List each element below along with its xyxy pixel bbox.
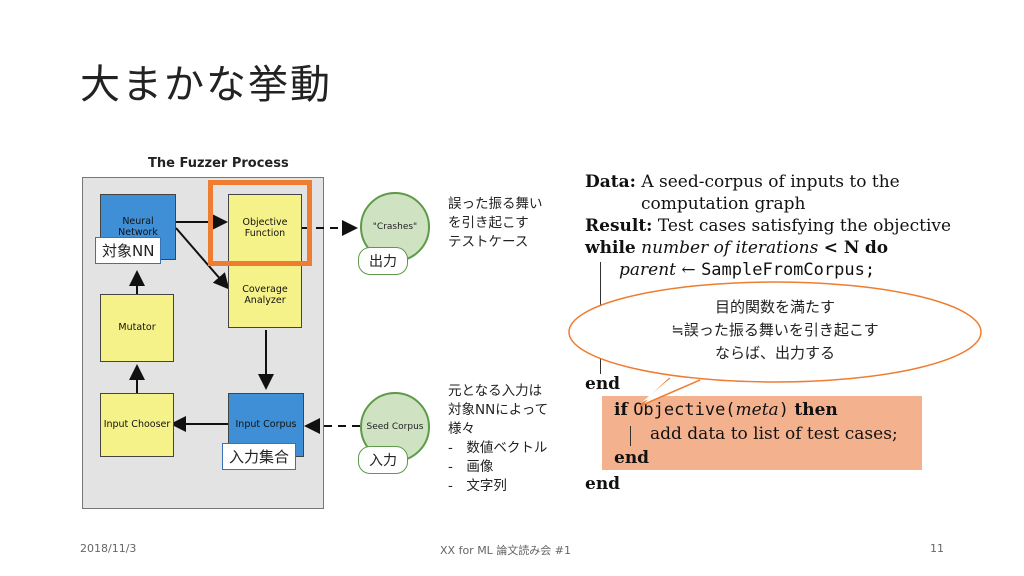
if-body-bar (630, 426, 631, 446)
neural-network-label: Neural Network (118, 215, 158, 238)
callout-line: ≒誤った振る舞いを引き起こす (671, 321, 879, 339)
slide-title: 大まかな挙動 (80, 62, 332, 108)
if-block-highlight (602, 396, 922, 470)
crashes-label: "Crashes" (372, 222, 418, 232)
if-end: end (614, 448, 649, 468)
seed-corpus-label: Seed Corpus (366, 422, 424, 432)
seed-note-line: 元となる入力は (448, 383, 543, 399)
data-text-2: computation graph (641, 194, 806, 214)
objective-function-label: Objective Function (242, 216, 288, 239)
seed-note-line: - 画像 (448, 459, 494, 475)
callout-line: ならば、出力する (714, 344, 835, 362)
seed-note-line: - 文字列 (448, 478, 507, 494)
result-text: Test cases satisfying the objective (657, 216, 952, 236)
objective-fn: Objective( (633, 400, 736, 420)
end-while-keyword: end (585, 374, 621, 394)
figure-title: The Fuzzer Process (148, 156, 289, 171)
input-chooser-box: Input Chooser (100, 393, 174, 457)
seed-note-line: 対象NNによって (448, 402, 549, 418)
final-end: end (585, 474, 620, 494)
coverage-analyzer-box: Coverage Analyzer (228, 262, 302, 328)
input-set-tag: 入力集合 (222, 443, 297, 470)
seed-note: 元となる入力は 対象NNによって 様々 - 数値ベクトル - 画像 - 文字列 (448, 382, 548, 496)
end-if-keyword: end (614, 448, 650, 468)
footer-date: 2018/11/3 (80, 542, 137, 555)
meta-var: meta (735, 400, 779, 420)
seed-note-line: 様々 (448, 421, 475, 437)
if-line: if Objective(meta) then (614, 400, 838, 420)
assign-arrow: ← (681, 260, 696, 280)
crashes-note: 誤った振る舞い を引き起こす テストケース (448, 195, 543, 252)
mutator-label: Mutator (118, 322, 156, 334)
footer-page-number: 11 (930, 542, 944, 555)
then-keyword: then (794, 400, 838, 420)
while-lt: < N (823, 238, 860, 258)
footer-event: XX for ML 論文読み会 #1 (440, 544, 572, 557)
add-line: add data to list of test cases; (650, 424, 898, 444)
input-tag: 入力 (358, 446, 408, 474)
while-condition: number of iterations (641, 238, 819, 258)
seed-note-line: - 数値ベクトル (448, 440, 548, 456)
output-tag: 出力 (358, 247, 408, 275)
objective-highlight-frame (208, 180, 312, 266)
do-keyword: do (864, 238, 889, 258)
data-keyword: Data: (585, 172, 636, 192)
input-chooser-label: Input Chooser (103, 419, 171, 431)
callout-bubble (568, 281, 982, 407)
result-keyword: Result: (585, 216, 653, 236)
end-final-keyword: end (585, 474, 621, 494)
callout-text: 目的関数を満たす ≒誤った振る舞いを引き起こす ならば、出力する (600, 296, 950, 365)
while-end: end (585, 374, 620, 394)
target-nn-tag: 対象NN (95, 237, 162, 264)
objective-close: ) (778, 400, 789, 420)
data-text-1: A seed-corpus of inputs to the (641, 172, 900, 192)
arrow-nn-coverage (175, 227, 230, 290)
crashes-note-line: テストケース (448, 234, 529, 250)
coverage-analyzer-label: Coverage Analyzer (242, 283, 288, 306)
while-keyword: while (585, 238, 636, 258)
sample-fn: SampleFromCorpus; (701, 260, 876, 280)
algorithm-block: Data: A seed-corpus of inputs to the com… (585, 172, 965, 282)
if-keyword: if (614, 400, 628, 420)
crashes-note-line: 誤った振る舞い (448, 196, 543, 212)
parent-var: parent (619, 260, 676, 280)
crashes-note-line: を引き起こす (448, 215, 529, 231)
callout-line: 目的関数を満たす (714, 298, 835, 316)
mutator-box: Mutator (100, 294, 174, 362)
input-corpus-label: Input Corpus (235, 419, 297, 431)
